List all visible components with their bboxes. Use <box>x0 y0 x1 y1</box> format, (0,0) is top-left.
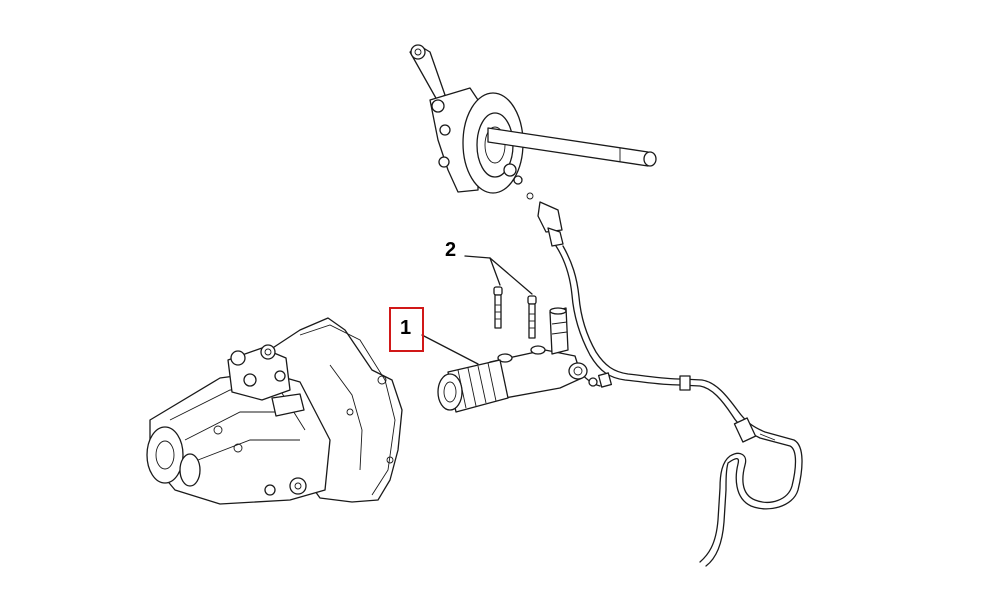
hydraulic-line <box>555 245 803 567</box>
mounting-bolts <box>493 286 537 339</box>
shifter-assembly <box>409 44 657 247</box>
callout-1-label: 1 <box>400 317 412 339</box>
callout-2-label: 2 <box>445 239 457 261</box>
slave-cylinder <box>437 307 588 413</box>
gearbox <box>146 317 403 505</box>
leader-lines <box>421 255 533 365</box>
callout-1-highlight-box[interactable] <box>389 307 424 352</box>
